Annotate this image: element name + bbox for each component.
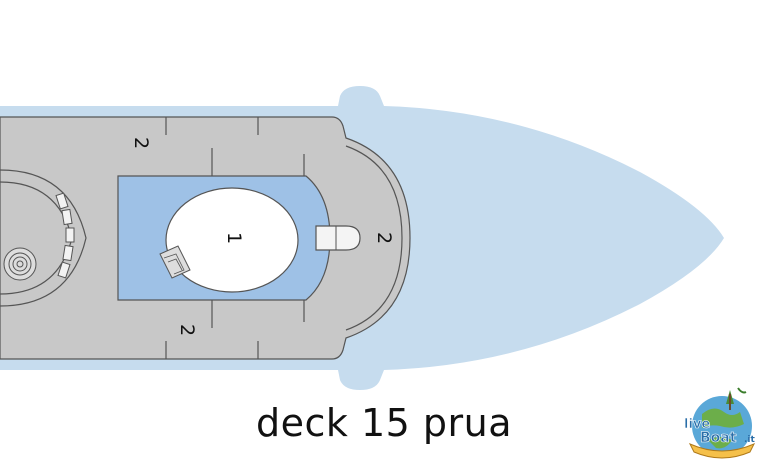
logo-text-top: live	[684, 417, 710, 432]
pool-steps	[159, 245, 191, 279]
deck-partitions	[165, 117, 305, 359]
zone-label-deck-bow: 2	[373, 232, 395, 244]
liveboat-logo: live Boat .it	[684, 387, 756, 459]
bow-rail	[345, 145, 403, 331]
zone-label-deck-top: 2	[130, 137, 152, 149]
diagram-caption: deck 15 prua	[255, 401, 513, 445]
logo-text-bottom: Boat	[700, 430, 737, 446]
logo-text-suffix: .it	[744, 435, 756, 445]
hatch-icon	[3, 247, 37, 281]
zone-label-deck-bottom: 2	[176, 324, 198, 336]
aft-curved-structure	[0, 169, 87, 307]
pool	[165, 187, 299, 293]
curved-seating	[55, 192, 75, 279]
bow-cabin	[315, 225, 361, 251]
zone-label-pool-area: 1	[223, 232, 245, 244]
